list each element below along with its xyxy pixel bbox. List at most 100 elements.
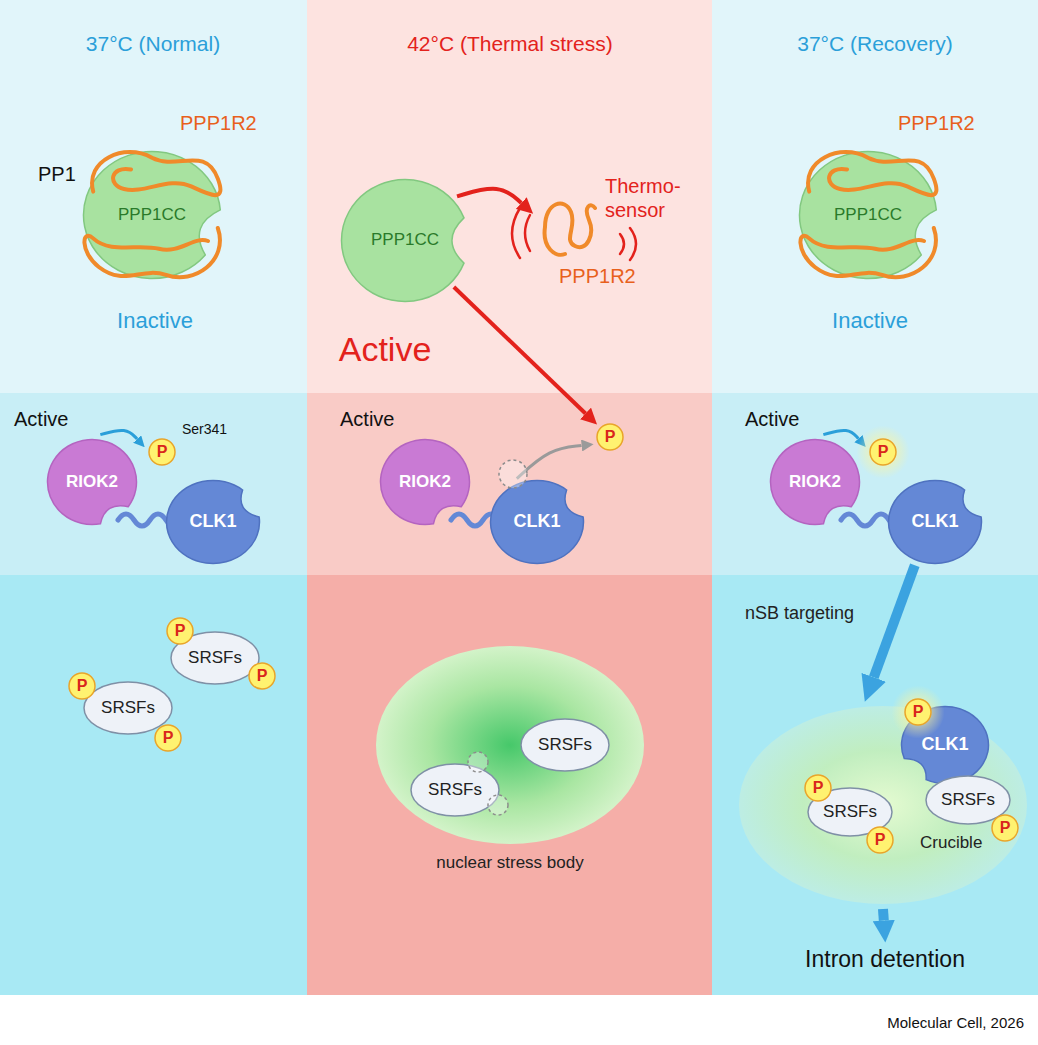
label-box: Inactive [670,308,1038,334]
removed-phosphate [488,795,508,815]
text-node: Intron detention [775,942,995,978]
inhibitor-strand [800,152,936,277]
node-text: RIOK2 [66,473,118,492]
panel-band [0,0,307,393]
node-text: P [875,831,886,849]
node-text: PPP1R2 [559,264,636,288]
heat-wave [620,234,624,254]
node-text: PPP1CC [371,231,439,250]
shape-outline [870,439,896,465]
text-box: Thermo- sensor [605,174,687,222]
shape-outline [84,152,221,279]
node-text: SRSFs [101,699,155,718]
shape-outline [249,663,275,689]
node-text: SRSFs [428,781,482,800]
phosphate-dot: P [866,826,894,854]
kinase-shape: CLK1 [165,479,261,565]
connector-arrow [878,909,889,921]
shape-outline [597,424,623,450]
node-text: CLK1 [921,735,968,755]
protein-ellipse: SRSFs [410,763,500,817]
phosphate-dot: P [166,617,194,645]
phosphate-dot: P [991,814,1019,842]
node-text: Intron detention [805,947,965,972]
node-text: nuclear stress body [375,853,645,873]
label-text: Active [339,330,432,368]
inhibitor-strand [545,204,595,255]
node-text: RIOK2 [399,473,451,492]
node-text: P [163,729,174,747]
panel-band [0,393,307,575]
node-text: P [913,703,924,721]
glow [891,685,944,738]
connector-arrow [874,565,915,677]
panel-band [712,393,1038,575]
connector-arrow [823,430,858,438]
shape-outline [905,699,931,725]
label-text: Inactive [117,308,193,333]
shape-outline [491,481,584,564]
label-text: Active [14,408,68,430]
shape-outline [867,827,893,853]
panel-band [307,575,712,995]
node-text: P [77,677,88,695]
label-text: PPP1R2 [180,112,257,134]
kinase-shape: RIOK2 [46,438,138,526]
label-box: Active [745,408,799,431]
node-text: P [157,443,168,461]
label-box: PP1 [38,163,76,186]
removed-phosphate [468,752,488,772]
connector-arrow [100,430,137,439]
label-text: PP1 [38,163,76,185]
phosphate-dot: P [154,724,182,752]
inhibitor-strand [84,152,220,277]
kinase-shape: RIOK2 [379,438,471,526]
heat-wave [512,208,520,258]
phosphate-dot: P [248,662,276,690]
heat-wave [630,228,636,260]
shape-outline [992,815,1018,841]
panel-band [712,575,1038,995]
phosphate-dot: P [68,672,96,700]
label-box: 42°C (Thermal stress) [310,32,710,56]
node-text: SRSFs [941,791,995,810]
shape-outline [69,673,95,699]
shape-outline [155,725,181,751]
node-text: PPP1CC [118,206,186,225]
shape-outline [739,706,1027,904]
panel-band [307,0,712,393]
shape-outline [381,440,470,525]
label-box: 37°C (Normal) [0,32,353,56]
connector-arrow [457,189,521,203]
kinase-shape: CLK1 [489,479,585,565]
node-text: CLK1 [513,512,560,532]
phosphatase-circle: PPP1CC [82,150,222,280]
panel-band [0,575,307,995]
kinase-shape: CLK1 [887,479,983,565]
shape-outline [771,440,860,525]
phosphate-dot: P [904,698,932,726]
thermosensor: Thermo- sensorPPP1R2 [537,172,687,292]
node-text: P [813,779,824,797]
shape-outline [167,618,193,644]
shape-outline [411,764,499,816]
phosphate-dot: P [869,438,897,466]
shape-outline [805,775,831,801]
label-text: 37°C (Recovery) [797,32,952,55]
phosphatase-circle: PPP1CC [798,150,938,280]
protein-ellipse: SRSFs [83,681,173,735]
protein-ellipse: SRSFs [520,718,610,772]
panel-band [307,393,712,575]
label-box: Inactive [0,308,355,334]
shape-outline [167,481,260,564]
node-text: Thermo- sensor [605,174,687,222]
label-text: Molecular Cell, 2026 [887,1014,1024,1031]
connector-arrow [454,287,586,413]
label-box: Active [14,408,68,431]
node-text: P [257,667,268,685]
label-box: PPP1R2 [898,112,975,135]
label-text: 42°C (Thermal stress) [407,32,613,55]
text-box: nuclear stress body [375,853,645,873]
panel-band [712,0,1038,393]
shape-outline [342,179,464,301]
